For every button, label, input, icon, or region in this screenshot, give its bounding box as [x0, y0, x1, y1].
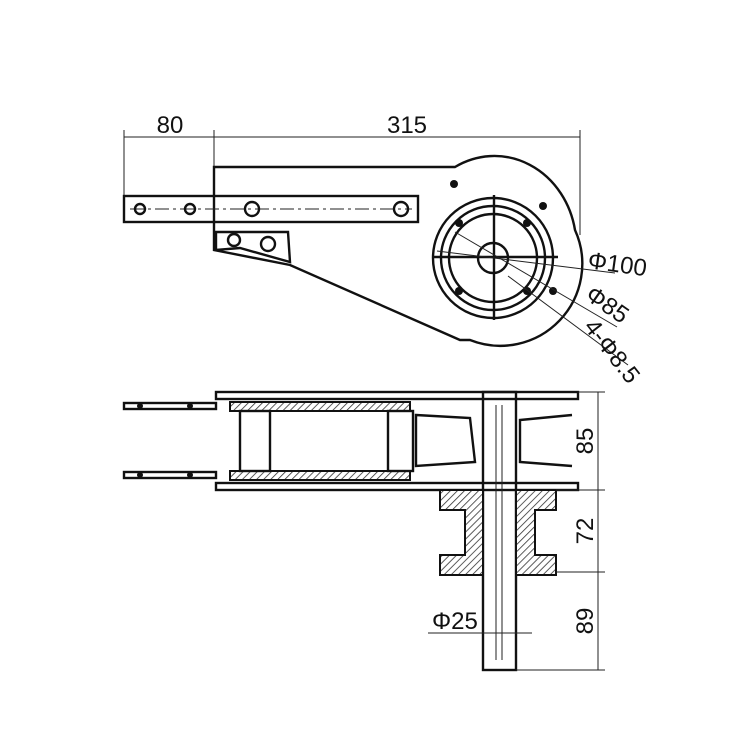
leader-lines: [436, 231, 629, 366]
dia-100-label: Φ100: [586, 247, 648, 282]
holes-label: 4-Φ8.5: [578, 314, 645, 389]
dim-80-label: 80: [157, 112, 184, 139]
bracket: [214, 230, 292, 264]
dim-72-label: 72: [572, 518, 599, 545]
mounting-bar: [122, 194, 420, 224]
bottom-plate: [214, 481, 580, 492]
sprocket-left: [238, 409, 272, 473]
lower-bar: [122, 470, 218, 480]
upper-bar: [122, 401, 218, 411]
flange-left: [439, 489, 484, 576]
plate-hole: [450, 180, 458, 188]
arm-plate: [212, 154, 584, 347]
dim-85-label: 85: [572, 428, 599, 455]
shaft: [481, 390, 518, 672]
bar-bolts: [133, 200, 410, 218]
plate-hole: [549, 287, 557, 295]
plate-hole: [539, 202, 547, 210]
dimension-lines-side: [428, 391, 605, 671]
hub: [431, 195, 558, 320]
dim-315-label: 315: [387, 112, 427, 139]
top-plate: [214, 390, 580, 401]
side-view: 85 72 89 Φ25: [122, 390, 605, 672]
dia-25-label: Φ25: [432, 608, 478, 635]
flange-right: [515, 489, 557, 576]
top-view: 80 315 Φ100 Φ85 4-Φ8.: [122, 112, 649, 389]
dim-89-label: 89: [572, 608, 599, 635]
